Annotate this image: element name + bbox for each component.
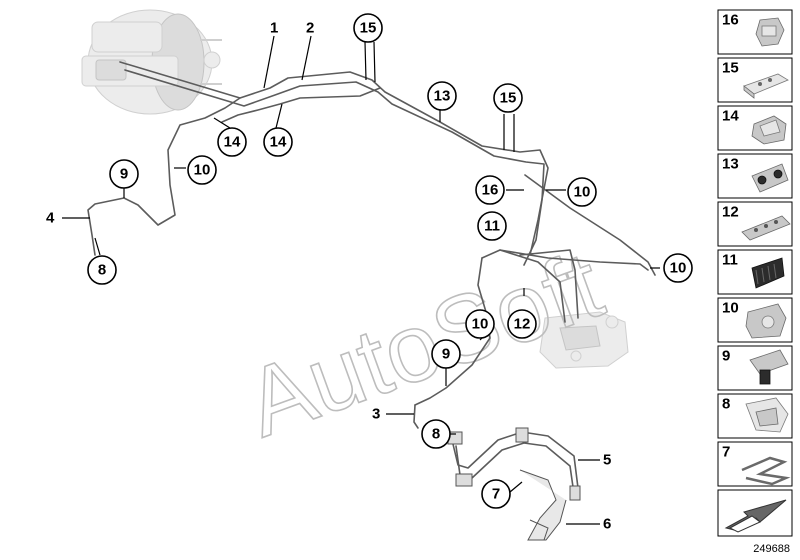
label-1: 1 xyxy=(270,20,278,37)
label-5: 5 xyxy=(603,452,611,469)
svg-text:15: 15 xyxy=(722,60,739,77)
bracket-8-icon xyxy=(745,397,789,433)
callout-14-left: 14 xyxy=(217,127,247,157)
legend-item-10[interactable]: 10 xyxy=(717,297,793,343)
svg-text:10: 10 xyxy=(194,162,211,179)
svg-text:12: 12 xyxy=(722,204,739,221)
svg-text:10: 10 xyxy=(670,260,687,277)
svg-text:8: 8 xyxy=(98,262,106,279)
svg-text:16: 16 xyxy=(722,12,739,29)
legend-item-9[interactable]: 9 xyxy=(717,345,793,391)
brake-hose xyxy=(447,427,581,541)
label-4: 4 xyxy=(46,210,55,227)
callouts: 15 13 15 14 14 9 10 8 16 10 11 10 12 10 … xyxy=(87,13,693,509)
legend-item-15[interactable]: 15 xyxy=(717,57,793,103)
callout-15-mid: 15 xyxy=(493,83,523,113)
svg-text:14: 14 xyxy=(270,134,287,151)
clip-9-icon xyxy=(749,349,789,385)
svg-text:9: 9 xyxy=(120,166,128,183)
callout-10-lower: 10 xyxy=(465,309,495,339)
brake-pipes xyxy=(87,61,656,429)
svg-text:10: 10 xyxy=(574,184,591,201)
callout-9-left: 9 xyxy=(109,159,139,189)
clip-14-icon xyxy=(751,115,787,145)
watermark-text: AutoSoft xyxy=(233,231,616,457)
svg-text:14: 14 xyxy=(224,134,241,151)
clip-10-icon xyxy=(745,303,787,339)
legend-item-16[interactable]: 16 xyxy=(717,9,793,55)
abs-unit-ghost xyxy=(539,311,629,369)
svg-text:9: 9 xyxy=(722,348,730,365)
legend-item-arrow[interactable] xyxy=(717,489,793,537)
svg-text:11: 11 xyxy=(484,218,500,235)
arrow-icon xyxy=(724,499,787,533)
svg-text:10: 10 xyxy=(722,300,739,317)
svg-text:16: 16 xyxy=(482,182,499,199)
svg-text:15: 15 xyxy=(500,90,517,107)
callout-14-right: 14 xyxy=(263,127,293,157)
legend-item-12[interactable]: 12 xyxy=(717,201,793,247)
callout-11: 11 xyxy=(477,211,507,241)
parts-legend: 16 15 14 13 xyxy=(717,9,793,537)
callout-7: 7 xyxy=(481,479,511,509)
svg-text:9: 9 xyxy=(442,346,450,363)
callout-16: 16 xyxy=(475,175,505,205)
svg-text:13: 13 xyxy=(434,88,451,105)
label-6: 6 xyxy=(603,516,611,533)
callout-13: 13 xyxy=(427,81,457,111)
leader-lines xyxy=(62,35,660,525)
callout-10-left: 10 xyxy=(187,155,217,185)
pipe-holder-15-icon xyxy=(743,73,789,99)
svg-text:7: 7 xyxy=(492,486,500,503)
svg-text:14: 14 xyxy=(722,108,739,125)
svg-text:15: 15 xyxy=(360,20,377,37)
legend-item-14[interactable]: 14 xyxy=(717,105,793,151)
callout-8-left: 8 xyxy=(87,255,117,285)
callout-9-lower: 9 xyxy=(431,339,461,369)
plain-labels: 1 2 4 3 5 6 xyxy=(46,20,611,533)
spring-clip-7-icon xyxy=(741,456,791,486)
callout-8-lower: 8 xyxy=(421,419,451,449)
legend-item-7[interactable]: 7 xyxy=(717,441,793,487)
svg-text:7: 7 xyxy=(722,444,730,461)
clip-11-icon xyxy=(751,257,785,289)
pipe-holder-12-icon xyxy=(741,215,791,241)
legend-item-13[interactable]: 13 xyxy=(717,153,793,199)
catalog-number: 249688 xyxy=(753,543,790,555)
svg-text:11: 11 xyxy=(722,252,738,269)
svg-text:10: 10 xyxy=(472,316,489,333)
callout-12: 12 xyxy=(507,309,537,339)
label-3: 3 xyxy=(372,406,380,423)
svg-text:12: 12 xyxy=(514,316,531,333)
svg-text:8: 8 xyxy=(722,396,730,413)
brake-booster-ghost xyxy=(81,9,222,115)
callout-15-top: 15 xyxy=(353,13,383,43)
legend-item-11[interactable]: 11 xyxy=(717,249,793,295)
callout-10-right: 10 xyxy=(663,253,693,283)
svg-text:13: 13 xyxy=(722,156,739,173)
label-2: 2 xyxy=(306,20,314,37)
legend-item-8[interactable]: 8 xyxy=(717,393,793,439)
clip-16-icon xyxy=(755,17,785,47)
clip-13-icon xyxy=(751,163,789,193)
svg-text:8: 8 xyxy=(432,426,440,443)
callout-10-upper: 10 xyxy=(567,177,597,207)
